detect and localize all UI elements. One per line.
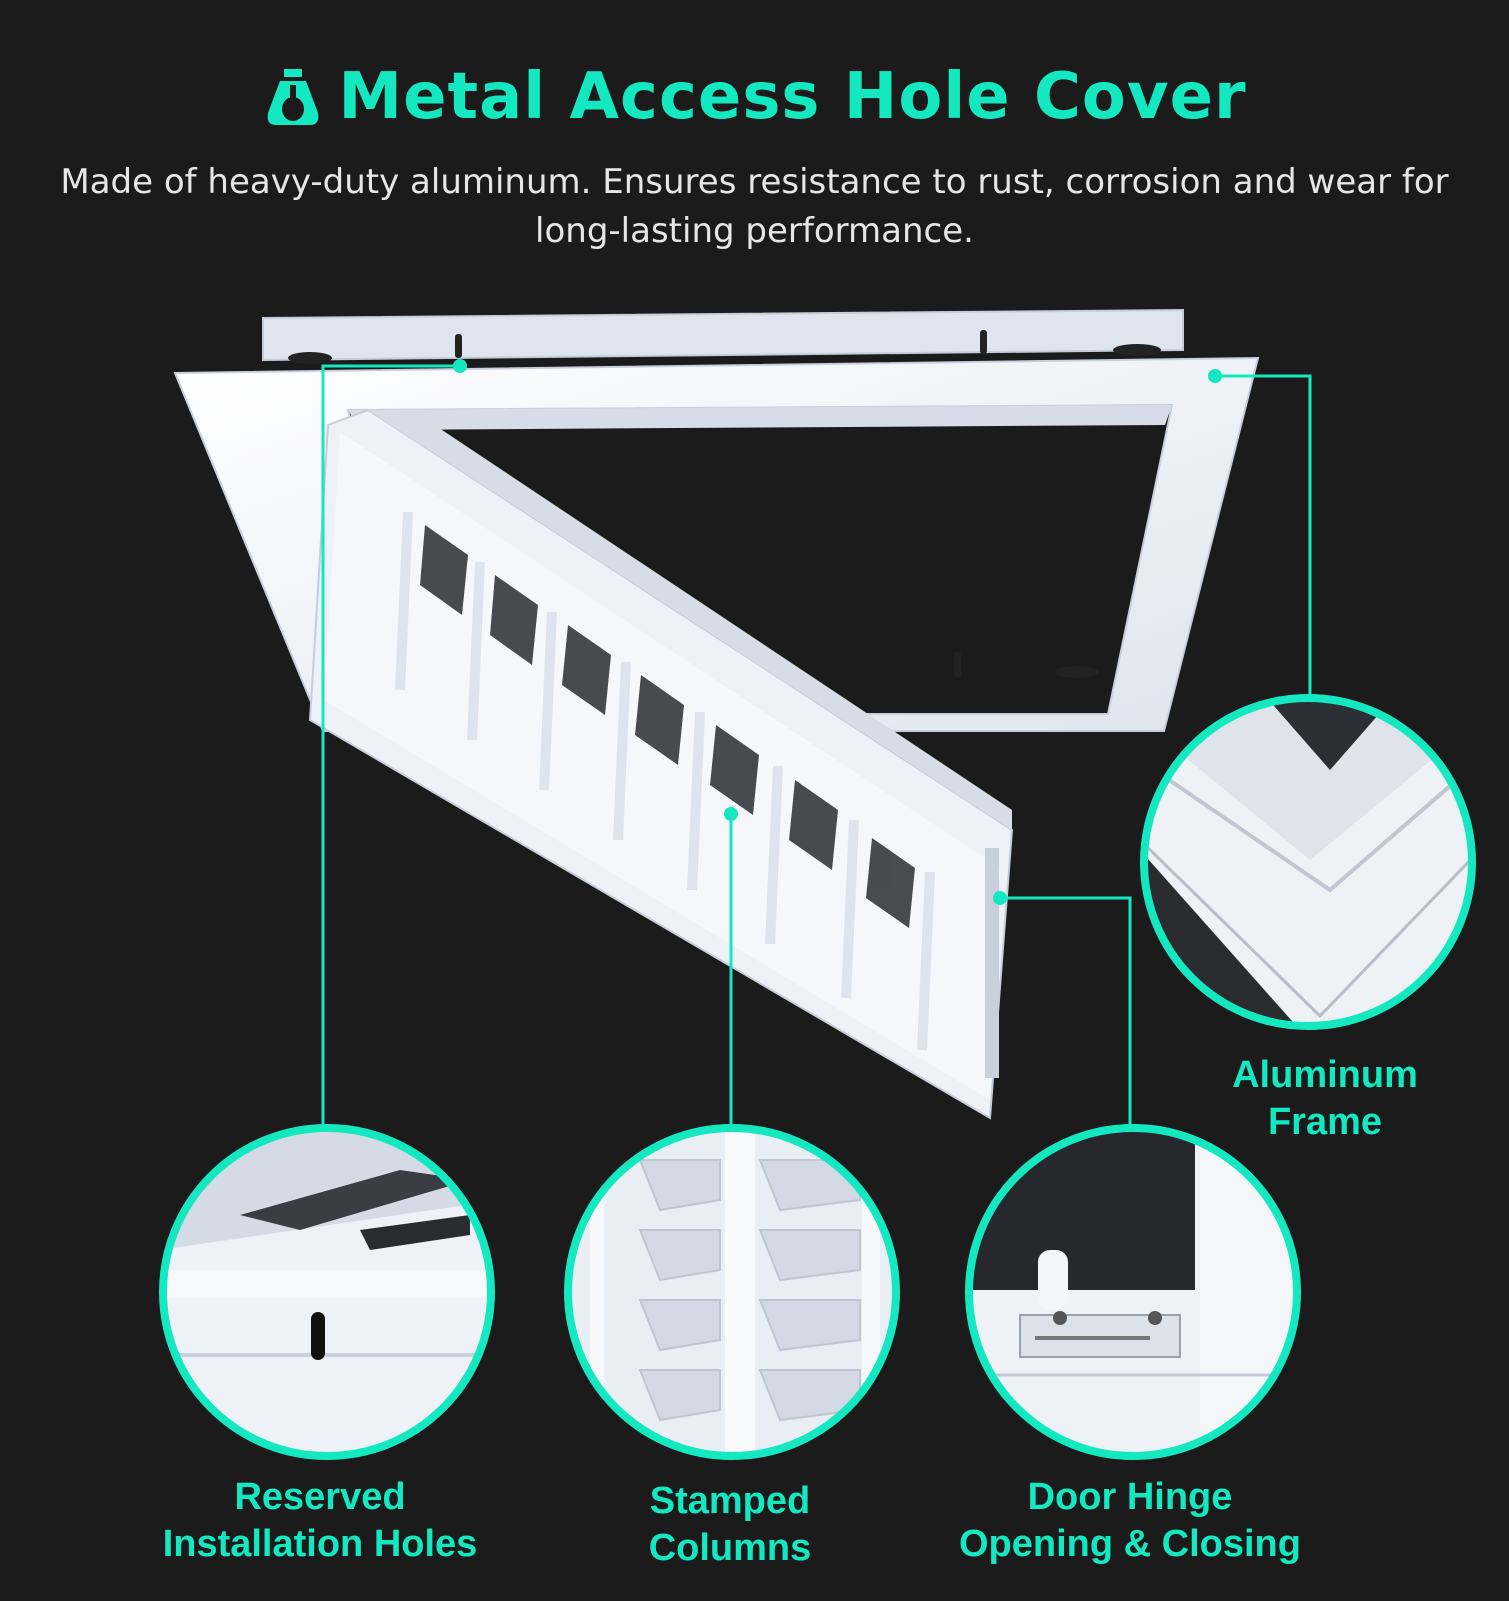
page-title: Metal Access Hole Cover [338,60,1247,134]
back-mounting-frame [262,308,1184,364]
page-subtitle: Made of heavy-duty aluminum. Ensures res… [60,162,1449,251]
label-installation-holes: Reserved Installation Holes [162,1476,478,1565]
detail-circle-stamped-columns [564,1124,900,1460]
label-stamped-columns: Stamped Columns [648,1480,812,1569]
detail-circle-aluminum-frame [1140,694,1476,1030]
label-door-hinge: Door Hinge Opening & Closing [959,1476,1301,1565]
callout-dot [993,891,1007,905]
detail-circle-installation-holes [159,1124,495,1460]
callout-dot [724,807,738,821]
grille-door [308,408,1014,1120]
callout-dot [1208,369,1222,383]
callout-lines [321,364,1312,1126]
vent-cover-icon [268,69,319,125]
aluminum-frame [173,356,1260,732]
label-aluminum-frame: Aluminum Frame [1232,1054,1418,1143]
callout-dot [453,359,467,373]
detail-circle-door-hinge [965,1124,1301,1460]
title-row: Metal Access Hole Cover [0,52,1509,142]
